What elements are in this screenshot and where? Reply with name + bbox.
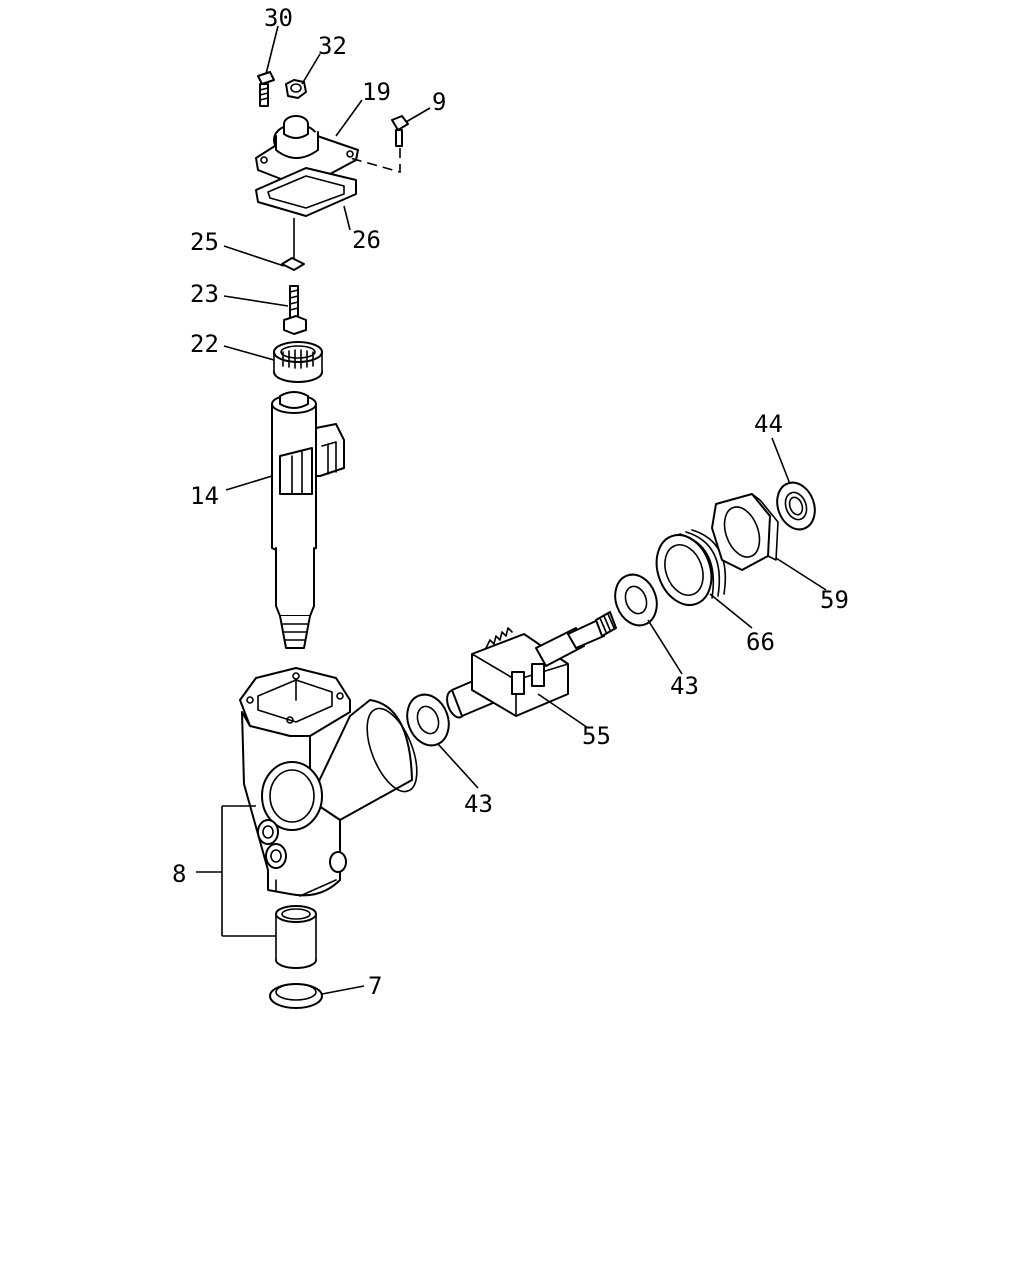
label-59: 59 [820,586,849,614]
label-43-right: 43 [670,672,699,700]
label-14: 14 [190,482,219,510]
leader-lines [196,25,827,995]
part-66-adjusting-plug [655,529,727,606]
label-19: 19 [362,78,391,106]
label-9: 9 [432,88,446,116]
assembly-line-9 [349,148,401,174]
label-32: 32 [318,32,347,60]
part-26-gasket [255,167,357,217]
part-labels: 30 32 19 9 26 25 23 22 14 44 59 66 43 55… [172,4,849,1000]
label-43-left: 43 [464,790,493,818]
label-25: 25 [190,228,219,256]
part-30-bolt [257,71,275,107]
label-30: 30 [264,4,293,32]
part-8-gear-housing [239,667,418,897]
label-22: 22 [190,330,219,358]
label-7: 7 [368,972,382,1000]
part-14-sector-shaft [271,391,345,649]
label-66: 66 [746,628,775,656]
label-8: 8 [172,860,186,888]
part-7-seal-ring [269,983,323,1009]
part-8-bushing [275,905,317,969]
label-23: 23 [190,280,219,308]
part-9-screw [391,115,409,147]
part-25-shim [281,257,305,271]
label-44: 44 [754,410,783,438]
part-43-bearing-left [406,693,450,747]
part-23-adjust-screw [283,285,307,335]
label-55: 55 [582,722,611,750]
part-44-bearing [776,481,816,531]
part-22-needle-bearing [273,341,323,383]
part-55-worm-shaft [446,611,617,719]
label-26: 26 [352,226,381,254]
part-43-bearing-right [614,573,658,627]
part-32-nut [285,79,307,99]
part-59-lock-nut [711,493,779,571]
